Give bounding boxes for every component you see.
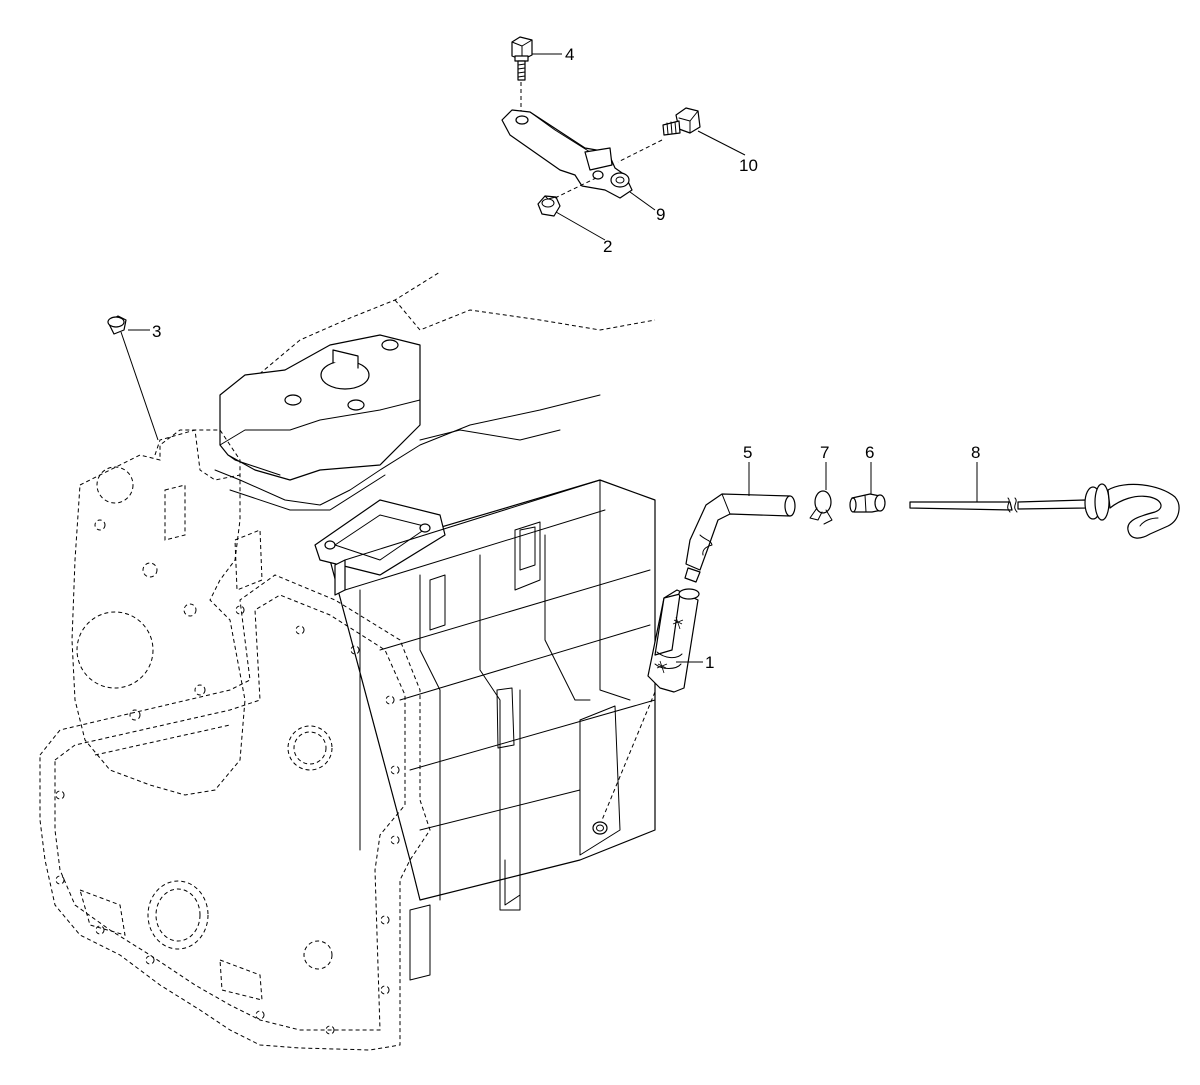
part-6-grommet	[849, 493, 886, 513]
callouts: 4 10 9 2 3 5 7 6 8 1	[152, 45, 980, 672]
part-2-nut	[537, 177, 597, 217]
callout-10: 10	[739, 156, 758, 175]
part-9-bracket	[501, 109, 633, 199]
callout-4: 4	[565, 45, 574, 64]
part-4-bolt	[511, 36, 533, 112]
leader-lines	[120, 53, 978, 663]
callout-3: 3	[152, 322, 161, 341]
callout-7: 7	[820, 443, 829, 462]
callout-1: 1	[705, 653, 714, 672]
callout-8: 8	[971, 443, 980, 462]
callout-5: 5	[743, 443, 752, 462]
part-10-bolt	[617, 107, 701, 163]
callout-6: 6	[865, 443, 874, 462]
part-8-dipstick	[909, 483, 1180, 539]
part-1-tube	[601, 588, 700, 821]
callout-9: 9	[656, 205, 665, 224]
part-7-clip	[809, 490, 833, 525]
part-3-plug	[107, 315, 127, 335]
engine-block	[39, 271, 656, 1051]
callout-2: 2	[603, 237, 612, 256]
part-5-tube	[684, 493, 796, 583]
